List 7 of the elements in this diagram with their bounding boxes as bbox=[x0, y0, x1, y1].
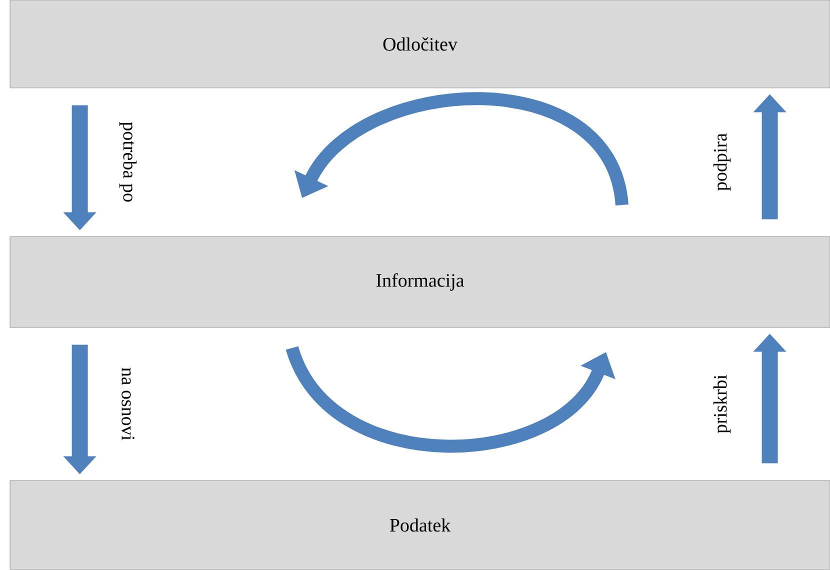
edge-label: priskrbi bbox=[713, 374, 731, 434]
edge-label: podpira bbox=[713, 133, 731, 191]
edge-label: potreba po bbox=[119, 122, 137, 202]
band-box: Informacija bbox=[10, 236, 830, 328]
band-box: Odločitev bbox=[10, 0, 830, 88]
edge-label: na osnovi bbox=[122, 368, 134, 440]
band-box: Podatek bbox=[10, 480, 830, 570]
